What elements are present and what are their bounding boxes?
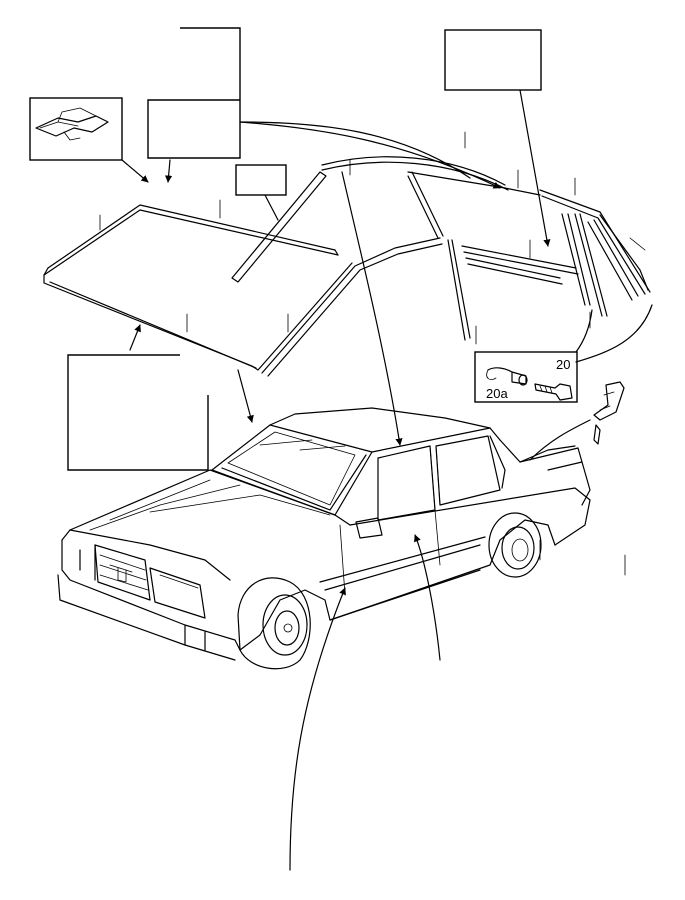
callout-20: 20 <box>556 357 570 372</box>
reference-box-top-left <box>147 27 241 159</box>
callout-20a: 20a <box>486 386 508 401</box>
reference-box-top-right <box>444 29 542 91</box>
clip-detail-icon <box>35 107 109 141</box>
reference-box-clip-detail <box>29 97 123 161</box>
reference-box-left-large <box>67 354 209 471</box>
roof-moulding <box>321 131 541 239</box>
clip-fastener-icon <box>486 367 528 386</box>
car-illustration-icon <box>57 407 626 670</box>
reference-box-windshield-label <box>235 164 287 196</box>
windshield-moulding <box>43 171 443 377</box>
fastener-detail-box: 20 20a <box>474 351 578 403</box>
door-frame-mouldings <box>447 169 651 345</box>
trim-clip-bracket-icon <box>593 381 625 445</box>
leader-lines <box>121 89 653 871</box>
screw-fastener-icon <box>534 383 573 401</box>
